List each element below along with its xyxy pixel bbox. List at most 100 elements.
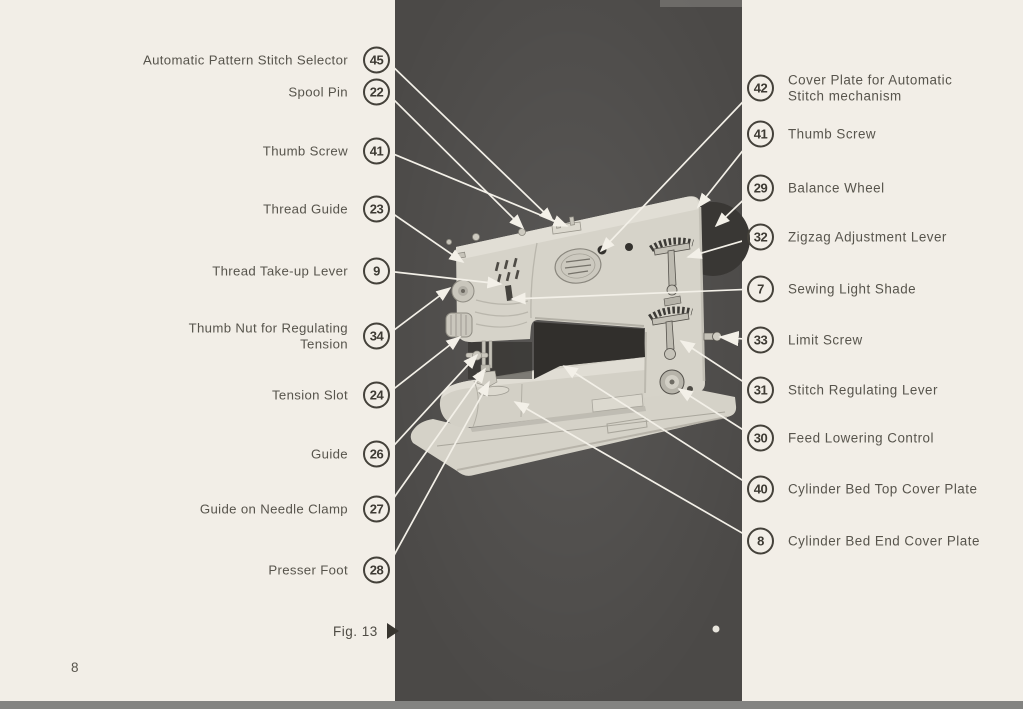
callout-line-8: [513, 401, 742, 534]
callout-line-41: [696, 150, 742, 209]
stitch-regulating-lever: [665, 320, 675, 351]
base-plate: [410, 390, 737, 476]
callout-number-badge: 30: [747, 424, 774, 452]
pillar-controls: [648, 237, 722, 395]
callout-number-badge: 24: [363, 381, 390, 409]
callout-left-27: Guide on Needle Clamp 27: [199, 495, 390, 523]
callout-line-32: [686, 240, 742, 259]
callout-right-41: 41 Thumb Screw: [747, 120, 877, 148]
callout-left-23: Thread Guide 23: [263, 195, 390, 223]
cylinder-bed: [439, 357, 646, 432]
callout-right-29: 29 Balance Wheel: [747, 174, 885, 202]
callout-number-badge: 34: [363, 322, 390, 350]
callout-number-badge: 41: [747, 120, 774, 148]
callout-number-badge: 45: [363, 46, 390, 74]
callout-number-badge: 28: [363, 556, 390, 584]
callout-number-badge: 33: [747, 326, 774, 354]
callout-label: Thumb Screw: [262, 143, 348, 159]
callout-label: Thread Guide: [263, 201, 348, 217]
callout-line-23: [395, 214, 465, 263]
callout-left-26: Guide 26: [311, 440, 390, 468]
callout-left-28: Presser Foot 28: [268, 556, 390, 584]
callout-label: Cylinder Bed End Cover Plate: [788, 533, 980, 549]
callout-lines: [395, 67, 742, 556]
callout-label: Thread Take-up Lever: [212, 263, 348, 279]
tension-knob: [445, 312, 473, 338]
callout-line-26: [395, 353, 479, 446]
callout-right-8: 8 Cylinder Bed End Cover Plate: [747, 527, 980, 555]
callout-line-28: [395, 380, 490, 556]
callout-line-22: [395, 99, 525, 230]
page-bottom-edge: [0, 701, 1023, 709]
callout-right-40: 40 Cylinder Bed Top Cover Plate: [747, 475, 978, 503]
callout-number-badge: 7: [747, 275, 774, 303]
callout-line-24: [395, 335, 462, 390]
callout-label: Sewing Light Shade: [788, 281, 917, 297]
callout-label: Limit Screw: [788, 332, 863, 348]
arm-details: [518, 216, 633, 284]
callout-left-24: Tension Slot 24: [271, 381, 390, 409]
callout-number-badge: 41: [363, 137, 390, 165]
callout-line-31: [679, 340, 742, 382]
sewing-machine: [410, 196, 750, 633]
callout-number-badge: 29: [747, 174, 774, 202]
callout-label: Spool Pin: [288, 84, 348, 100]
callout-left-9: Thread Take-up Lever 9: [212, 257, 390, 285]
figure-caption: Fig. 13: [333, 623, 399, 639]
callout-label: Balance Wheel: [788, 180, 885, 196]
callout-number-badge: 27: [363, 495, 390, 523]
callout-label: Guide: [311, 446, 348, 462]
figure-caption-arrow-icon: [386, 623, 399, 639]
callout-left-45: Automatic Pattern Stitch Selector 45: [142, 46, 390, 74]
callout-line-7: [510, 288, 742, 305]
needle-clamp: [480, 364, 491, 372]
callout-right-33: 33 Limit Screw: [747, 326, 863, 354]
callout-number-badge: 9: [363, 257, 390, 285]
head-thumb-screw: [472, 233, 480, 241]
callout-number-badge: 8: [747, 527, 774, 555]
callout-line-29: [714, 200, 742, 228]
callout-right-7: 7 Sewing Light Shade: [747, 275, 917, 303]
arm-window: [534, 322, 645, 379]
zigzag-adjustment-lever: [667, 249, 677, 287]
callout-label: Presser Foot: [268, 562, 348, 578]
callout-number-badge: 26: [363, 440, 390, 468]
callout-label: Stitch Regulating Lever: [788, 382, 938, 398]
stitch-scale: [648, 306, 693, 321]
callout-line-30: [677, 388, 742, 431]
callout-label: Zigzag Adjustment Lever: [788, 229, 947, 245]
callout-label: Automatic Pattern Stitch Selector: [142, 52, 348, 68]
callout-number-badge: 31: [747, 376, 774, 404]
callout-label: Thumb Screw: [788, 126, 877, 142]
callout-right-42: 42 Cover Plate for Automatic Stitch mecha…: [747, 73, 993, 104]
callout-right-32: 32 Zigzag Adjustment Lever: [747, 223, 947, 251]
callout-number-badge: 42: [747, 74, 774, 102]
figure-caption-text: Fig. 13: [333, 623, 378, 639]
callout-left-34: Thumb Nut for Regulating Tension 34: [158, 321, 390, 352]
callout-line-45: [395, 67, 555, 223]
limit-screw: [703, 331, 722, 342]
callout-label: Cover Plate for Automatic Stitch mechani…: [788, 72, 953, 104]
callout-label: Thumb Nut for Regulating Tension: [188, 320, 348, 352]
callout-label: Feed Lowering Control: [788, 430, 934, 446]
callout-number-badge: 32: [747, 223, 774, 251]
zigzag-scale: [649, 237, 694, 252]
feed-lowering-knob: [659, 369, 685, 395]
callout-right-31: 31 Stitch Regulating Lever: [747, 376, 938, 404]
callout-label: Cylinder Bed Top Cover Plate: [788, 481, 978, 497]
callout-line-41: [395, 153, 569, 227]
callout-label: Tension Slot: [271, 387, 348, 403]
callout-left-41: Thumb Screw 41: [262, 137, 390, 165]
callout-number-badge: 22: [363, 78, 390, 106]
callout-line-42: [599, 101, 742, 253]
callout-label: Guide on Needle Clamp: [199, 501, 348, 517]
panel-speck: [712, 625, 720, 633]
callout-line-27: [395, 367, 486, 498]
callout-number-badge: 40: [747, 475, 774, 503]
callout-line-34: [395, 286, 452, 331]
page-number: 8: [71, 660, 79, 675]
callout-right-30: 30 Feed Lowering Control: [747, 424, 934, 452]
callout-number-badge: 23: [363, 195, 390, 223]
